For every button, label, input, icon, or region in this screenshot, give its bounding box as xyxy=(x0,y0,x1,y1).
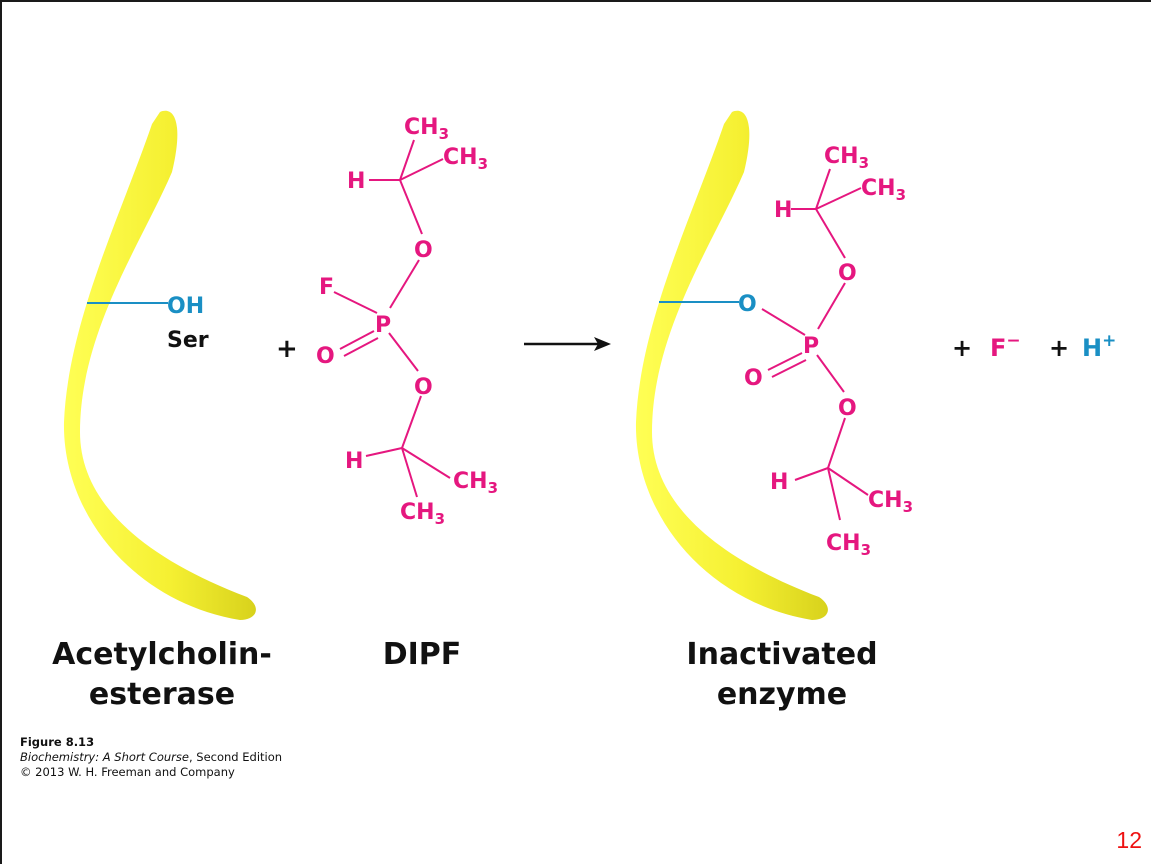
serine-label: Ser xyxy=(167,328,209,353)
plus-sign-2: + xyxy=(952,334,972,362)
dipf-o-top: O xyxy=(414,238,433,263)
enzyme-label: Acetylcholin- esterase xyxy=(42,635,282,715)
adduct-o-top: O xyxy=(838,261,857,286)
dipf-ch3-bottom-a: CH3 xyxy=(453,469,498,497)
serine-hydroxyl: OH xyxy=(167,294,204,319)
dipf-h-bottom: H xyxy=(345,449,363,474)
figure-number: Figure 8.13 xyxy=(20,735,95,749)
dipf-label-text: DIPF xyxy=(382,637,462,672)
adduct-o-double: O xyxy=(744,366,763,391)
adduct-p: P xyxy=(803,334,819,359)
adduct-bonds xyxy=(761,168,869,521)
proton: H+ xyxy=(1082,331,1116,362)
dipf-ch3-top-a: CH3 xyxy=(404,115,449,143)
adduct-ch3-top-a: CH3 xyxy=(824,144,869,172)
page-number: 12 xyxy=(1116,827,1142,853)
adduct-ch3-bottom-b: CH3 xyxy=(826,531,871,559)
plus-sign-1: + xyxy=(276,334,298,364)
enzyme-band-left xyxy=(63,110,256,620)
adduct-ch3-top-b: CH3 xyxy=(861,176,906,204)
dipf-h-top: H xyxy=(347,169,365,194)
book-edition: , Second Edition xyxy=(188,750,283,764)
product-label-line-1: Inactivated xyxy=(686,637,878,672)
book-title: Biochemistry: A Short Course xyxy=(20,750,189,764)
dipf-f: F xyxy=(319,275,334,300)
enzyme-band-right xyxy=(635,110,828,620)
dipf-ch3-bottom-b: CH3 xyxy=(400,500,445,528)
copyright-line: © 2013 W. H. Freeman and Company xyxy=(20,765,235,779)
dipf-p: P xyxy=(375,313,391,338)
dipf-o-double: O xyxy=(316,344,335,369)
adduct-ch3-bottom-a: CH3 xyxy=(868,488,913,516)
product-label: Inactivated enzyme xyxy=(662,635,902,715)
dipf-label: DIPF xyxy=(352,635,492,675)
enzyme-label-line-1: Acetylcholin- xyxy=(52,637,272,672)
adduct-h-bottom: H xyxy=(770,470,788,495)
reaction-arrow xyxy=(524,337,611,351)
leaving-groups: + F− + H+ xyxy=(952,331,1116,362)
dipf-ch3-top-b: CH3 xyxy=(443,145,488,173)
book-citation: Biochemistry: A Short Course, Second Edi… xyxy=(20,750,282,765)
figure-credit: Figure 8.13 Biochemistry: A Short Course… xyxy=(20,735,282,780)
dipf-o-bottom: O xyxy=(414,375,433,400)
plus-sign-3: + xyxy=(1049,334,1069,362)
product-label-line-2: enzyme xyxy=(716,677,848,712)
dipf-bonds xyxy=(333,139,451,498)
adduct-o-bottom: O xyxy=(838,396,857,421)
fluoride-ion: F− xyxy=(990,331,1021,362)
enzyme-label-line-2: esterase xyxy=(88,677,236,712)
dipf-molecule: CH3 CH3 H O F P O O H CH3 CH3 xyxy=(316,115,498,528)
adduct-o-link: O xyxy=(738,292,757,317)
adduct-h-top: H xyxy=(774,198,792,223)
inactivated-adduct: O CH3 CH3 H O P O O H CH3 CH3 xyxy=(738,144,913,559)
